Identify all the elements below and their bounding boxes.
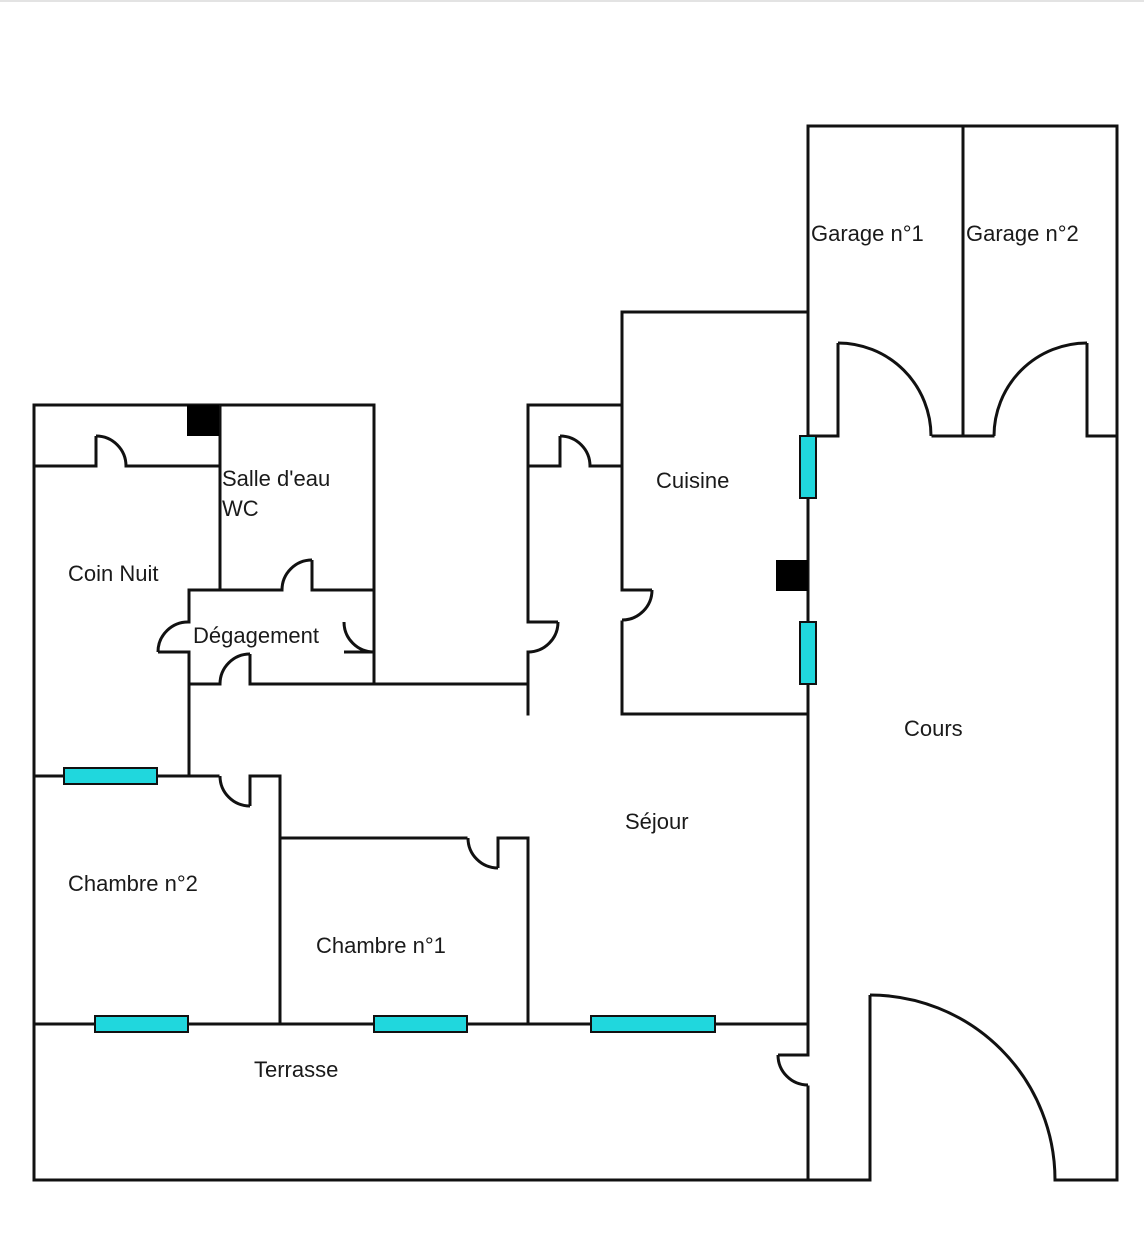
cuisine-door — [621, 588, 654, 622]
cuisine-closet-side-door — [527, 620, 560, 654]
cours-gate — [868, 993, 1057, 1181]
garage-2-door — [992, 341, 1089, 437]
label-chambre-2: Chambre n°2 — [68, 871, 198, 896]
label-garage-1: Garage n°1 — [811, 221, 924, 246]
label-chambre-1: Chambre n°1 — [316, 933, 446, 958]
duct-salle-deau — [187, 405, 219, 436]
chambre-2-door — [218, 775, 252, 808]
degagement-door-east — [342, 621, 376, 684]
window-coin-nuit — [63, 767, 158, 785]
label-wc: WC — [222, 496, 259, 521]
label-sejour: Séjour — [625, 809, 689, 834]
room-labels: Garage n°1 Garage n°2 Salle d'eau WC Cui… — [68, 221, 1079, 1082]
garage-1-door — [836, 341, 933, 437]
salle-deau-door — [280, 558, 314, 591]
closet-door-cuisine — [558, 434, 592, 467]
window-chambre-2 — [94, 1015, 189, 1033]
degagement-door-south — [218, 652, 252, 685]
duct-cuisine — [776, 560, 808, 591]
window-sejour — [590, 1015, 716, 1033]
chambre-1-door — [466, 837, 500, 870]
closet-door-coin-nuit — [94, 434, 128, 467]
label-garage-2: Garage n°2 — [966, 221, 1079, 246]
ducts — [187, 405, 808, 591]
window-cuisine-north — [799, 435, 817, 499]
terrasse-door — [776, 1053, 809, 1087]
label-salle-deau: Salle d'eau — [222, 466, 330, 491]
window-chambre-1 — [373, 1015, 468, 1033]
label-terrasse: Terrasse — [254, 1057, 338, 1082]
doors — [94, 341, 1089, 1181]
window-cuisine-south — [799, 621, 817, 685]
label-cuisine: Cuisine — [656, 468, 729, 493]
label-degagement: Dégagement — [193, 623, 319, 648]
walls — [32, 124, 1119, 1182]
label-coin-nuit: Coin Nuit — [68, 561, 158, 586]
coin-nuit-door — [156, 620, 190, 654]
label-cours: Cours — [904, 716, 963, 741]
windows — [63, 435, 817, 1033]
